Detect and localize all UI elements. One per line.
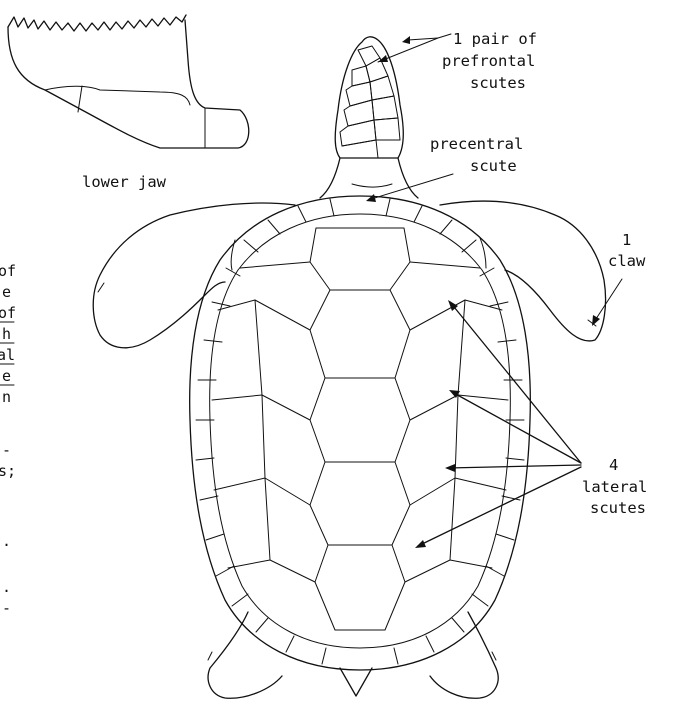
lower-jaw-drawing bbox=[8, 15, 249, 148]
label-lateral-3: scutes bbox=[590, 499, 646, 517]
label-precentral-1: precentral bbox=[430, 135, 523, 153]
annotation-arrows bbox=[366, 34, 622, 548]
vertebral-scutes bbox=[310, 228, 410, 630]
margin-text-line: - bbox=[2, 441, 11, 459]
tail bbox=[340, 668, 372, 696]
margin-text-line: . bbox=[2, 532, 11, 550]
margin-text-line: of bbox=[0, 304, 16, 322]
label-precentral-2: scute bbox=[470, 157, 517, 175]
label-lateral-2: lateral bbox=[582, 478, 647, 496]
label-prefrontal-3: scutes bbox=[470, 74, 526, 92]
label-claw-2: claw bbox=[608, 252, 646, 270]
label-prefrontal-2: prefrontal bbox=[442, 52, 535, 70]
lateral-scutes-left bbox=[212, 262, 315, 582]
label-lower-jaw: lower jaw bbox=[82, 173, 167, 191]
turtle-drawing bbox=[93, 37, 605, 698]
margin-text-line: n bbox=[2, 388, 11, 406]
right-rear-flipper bbox=[430, 612, 498, 698]
label-claw-1: 1 bbox=[622, 231, 631, 249]
margin-text-line: s; bbox=[0, 462, 16, 480]
margin-text-line: e bbox=[2, 367, 11, 385]
margin-text-line: e bbox=[2, 283, 11, 301]
label-prefrontal-1: 1 pair of bbox=[453, 30, 537, 48]
margin-text-line: - bbox=[2, 599, 11, 617]
margin-text-line: of bbox=[0, 262, 16, 280]
margin-text-line: al bbox=[0, 346, 15, 364]
left-front-flipper bbox=[93, 203, 295, 348]
margin-text-line: h bbox=[2, 325, 11, 343]
cropped-margin-text: of e of h al e n - s; . . - bbox=[0, 262, 16, 617]
label-lateral-1: 4 bbox=[609, 456, 618, 474]
left-rear-flipper bbox=[208, 612, 282, 698]
margin-text-line: . bbox=[2, 578, 11, 596]
marginal-scutes bbox=[196, 199, 524, 664]
